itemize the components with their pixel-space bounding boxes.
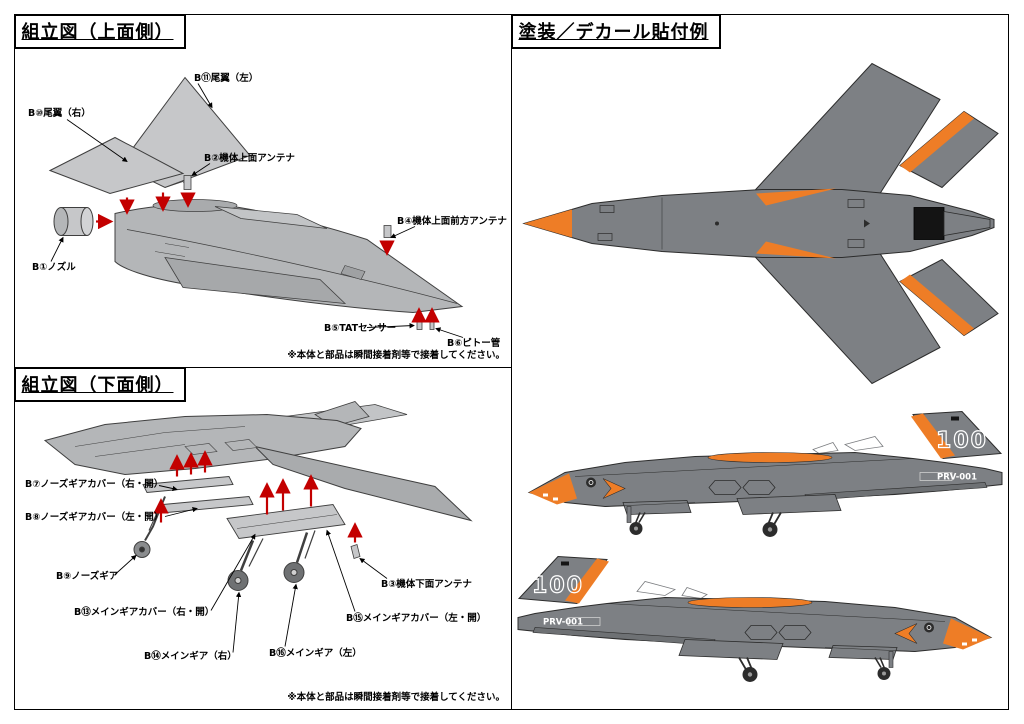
aircraft-side-profile <box>114 199 464 314</box>
label-main-gear-cover-left: B⑮メインギアカバー（左・開） <box>346 613 487 624</box>
label-main-gear-right: B⑭メインギア（右） <box>144 651 237 662</box>
part-top-front-antenna <box>383 225 392 238</box>
part-main-gear-cover <box>226 504 346 539</box>
label-nose-gear-cover-left: B⑧ノーズギアカバー（左・開） <box>25 512 164 523</box>
panel-assembly-bottom: 組立図（下面側） <box>13 366 512 710</box>
assembly-arrows <box>96 192 440 323</box>
label-fin-left: B⑪尾翼（左） <box>194 73 259 84</box>
leader-lines <box>114 485 388 653</box>
part-top-antenna <box>183 175 192 190</box>
label-pitot: B⑥ピトー管 <box>447 338 501 349</box>
leader-lines <box>50 83 464 338</box>
assembly-bottom-diagram <box>43 401 473 653</box>
decal-serial: PRV-001 <box>937 473 977 483</box>
decal-tail-number: 100 <box>532 574 584 599</box>
part-fin-right <box>48 136 185 195</box>
decal-serial: PRV-001 <box>543 618 583 628</box>
part-pitot-tube <box>429 321 435 330</box>
label-tat-sensor: B⑤TATセンサー <box>324 323 397 334</box>
label-top-front-antenna: B④機体上面前方アンテナ <box>397 216 507 227</box>
aircraft-side-view-right: 100 PRV-001 <box>517 555 992 683</box>
glue-note-bottom: ※本体と部品は瞬間接着剤等で接着してください。 <box>287 692 505 703</box>
part-nozzle <box>53 207 94 236</box>
panel-assembly-top: 組立図（上面側） <box>13 13 512 368</box>
panel-paint-example: 塗装／デカール貼付例 <box>510 13 1009 710</box>
panel-title-assembly-bottom: 組立図（下面側） <box>13 366 186 402</box>
glue-note-top: ※本体と部品は瞬間接着剤等で接着してください。 <box>287 350 505 361</box>
part-bottom-antenna <box>350 543 361 560</box>
decal-tail-number: 100 <box>936 429 988 454</box>
label-bottom-antenna: B③機体下面アンテナ <box>381 579 472 590</box>
paint-diagram: 100 PRV-001 100 PRV-001 <box>517 62 1003 683</box>
label-nose-gear: B⑨ノーズギア <box>56 571 119 582</box>
part-tat-sensor <box>416 321 423 330</box>
aircraft-underside <box>43 401 473 522</box>
label-main-gear-left: B⑯メインギア（左） <box>269 648 362 659</box>
label-top-antenna: B②機体上面アンテナ <box>204 153 295 164</box>
aircraft-top-view <box>522 62 999 385</box>
aircraft-side-view-left: 100 PRV-001 <box>528 410 1003 538</box>
part-main-gear-left <box>283 530 316 583</box>
panel-title-paint: 塗装／デカール貼付例 <box>510 13 721 49</box>
part-main-gear-right <box>227 538 264 591</box>
assembly-top-diagram <box>48 76 464 338</box>
label-main-gear-cover-right: B⑬メインギアカバー（右・開） <box>74 607 215 618</box>
label-nose-gear-cover-right: B⑦ノーズギアカバー（右・開） <box>25 479 164 490</box>
assembly-arrows <box>153 450 363 543</box>
label-fin-right: B⑩尾翼（右） <box>28 108 91 119</box>
panel-title-assembly-top: 組立図（上面側） <box>13 13 186 49</box>
label-nozzle: B①ノズル <box>32 262 76 273</box>
